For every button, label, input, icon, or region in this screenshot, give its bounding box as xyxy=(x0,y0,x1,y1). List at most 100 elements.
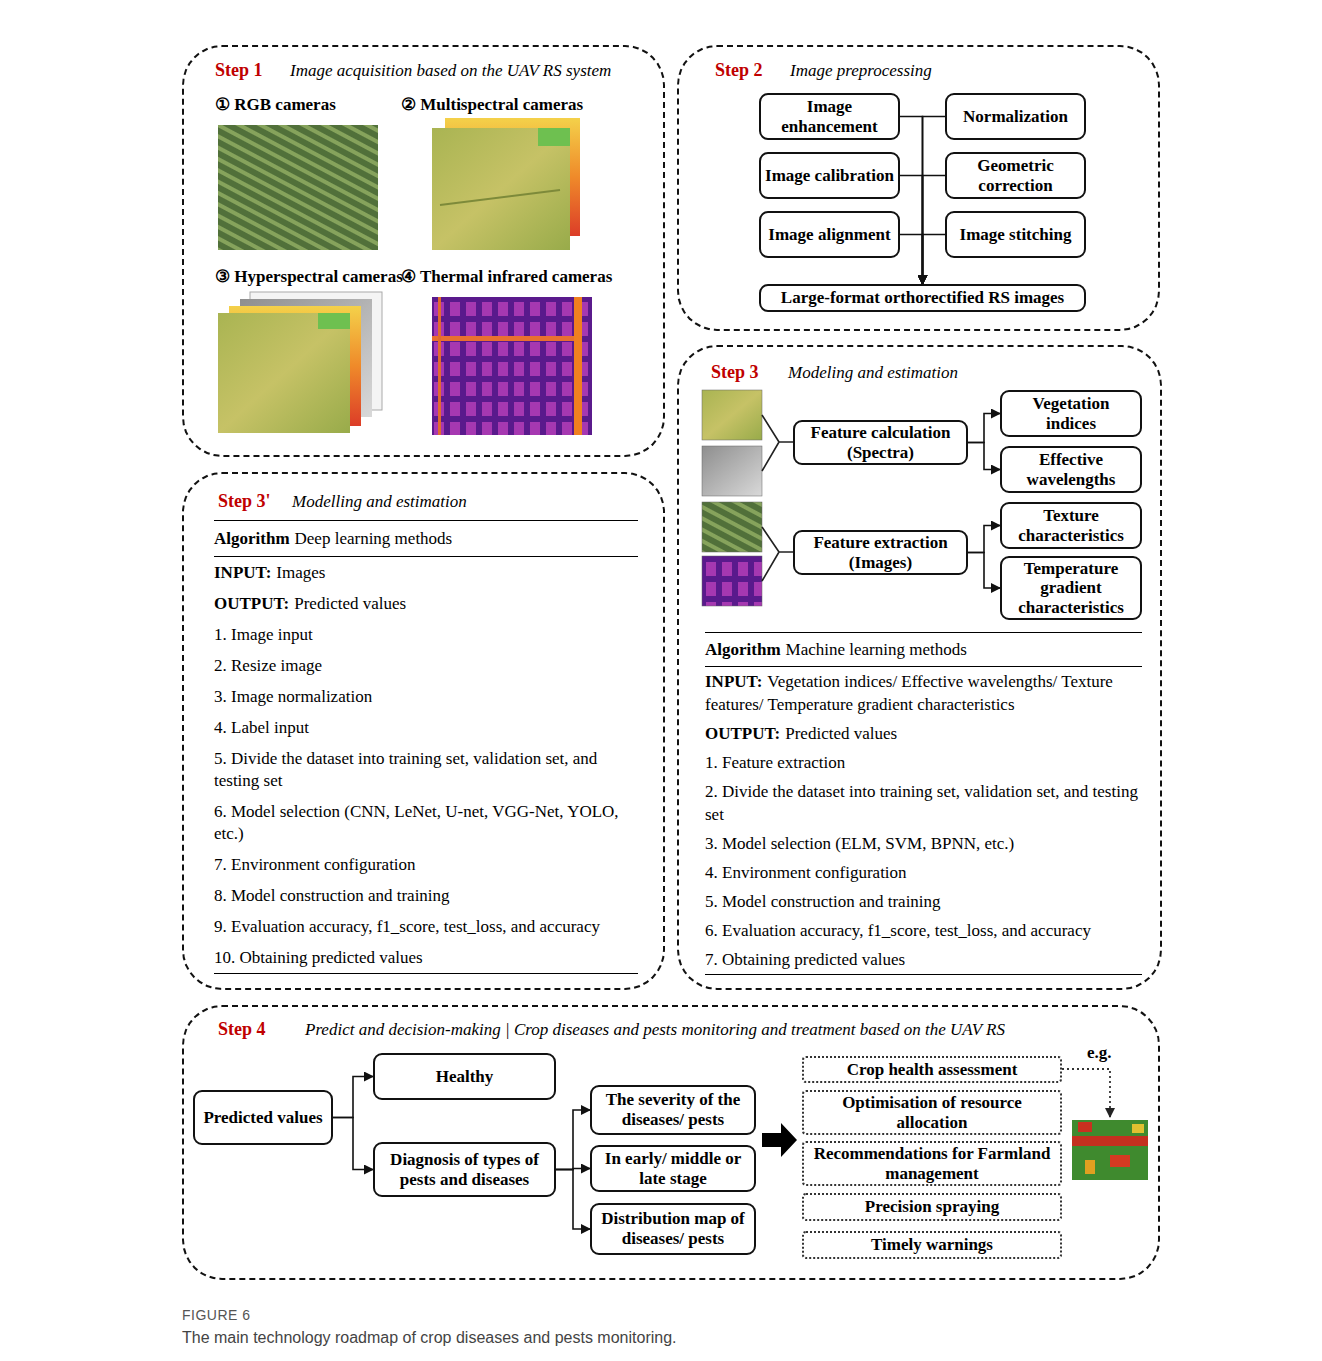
outcome-box: Optimisation of resource allocation xyxy=(802,1090,1062,1135)
table-row: 10. Obtaining predicted values xyxy=(214,942,638,973)
table-row: OUTPUT:Predicted values xyxy=(214,588,638,619)
box-text: Healthy xyxy=(436,1067,494,1087)
camera-label: ④ Thermal infrared cameras xyxy=(401,266,612,288)
table-key: OUTPUT: xyxy=(214,594,289,613)
feature-thumbnails xyxy=(702,502,762,552)
process-box: The severity of the diseases/ pests xyxy=(590,1085,756,1135)
connector xyxy=(968,414,1000,443)
table-text: 4. Label input xyxy=(214,718,309,737)
connector xyxy=(923,176,946,285)
process-box: In early/ middle or late stage xyxy=(590,1145,756,1192)
box-text: Timely warnings xyxy=(871,1235,993,1255)
box-text: Temperature gradient characteristics xyxy=(1006,559,1136,618)
process-box: Diagnosis of types of pests and diseases xyxy=(373,1142,556,1197)
table-text: Machine learning methods xyxy=(786,640,967,659)
table-text: 5. Divide the dataset into training set,… xyxy=(214,749,597,790)
example-map xyxy=(1085,1160,1095,1174)
connector xyxy=(556,1170,590,1230)
table-text: 4. Environment configuration xyxy=(705,863,907,882)
table-row: 5. Model construction and training xyxy=(705,887,1142,916)
thermal-image xyxy=(574,297,582,435)
table-row: 7. Environment configuration xyxy=(214,849,638,880)
table-key: Algorithm xyxy=(214,529,290,548)
camera-label: ② Multispectral cameras xyxy=(401,94,583,116)
rgb-image xyxy=(218,125,378,250)
table-text: 3. Model selection (ELM, SVM, BPNN, etc.… xyxy=(705,834,1014,853)
process-box: Image calibration xyxy=(759,152,900,199)
connector xyxy=(333,1118,373,1170)
table-row: Algorithm Machine learning methods xyxy=(705,633,1142,667)
feature-thumbnails xyxy=(702,446,762,496)
step-label: Step 2 xyxy=(715,59,763,81)
box-text: Geometric correction xyxy=(951,156,1080,195)
table-text: 2. Resize image xyxy=(214,656,322,675)
box-text: Crop health assessment xyxy=(847,1060,1018,1080)
thumbnail-lines xyxy=(762,527,793,581)
table-row: 6. Evaluation accuracy, f1_score, test_l… xyxy=(705,916,1142,945)
step-label: Step 3 xyxy=(711,361,759,383)
step-panel: Step 1Image acquisition based on the UAV… xyxy=(182,45,665,457)
process-box: Feature extraction (Images) xyxy=(793,530,968,575)
table-text: 5. Model construction and training xyxy=(705,892,941,911)
hyperspectral-image xyxy=(218,313,350,433)
example-map xyxy=(1072,1120,1148,1180)
process-box: Image alignment xyxy=(759,211,900,258)
box-text: Image alignment xyxy=(768,225,890,245)
feature-thumbnails xyxy=(702,390,762,606)
example-arrow xyxy=(1062,1069,1110,1117)
process-box: Distribution map of diseases/ pests xyxy=(590,1203,756,1255)
thumbnail-lines xyxy=(762,415,793,581)
table-row: 2. Resize image xyxy=(214,650,638,681)
table-text: Predicted values xyxy=(785,724,897,743)
algorithm-table: Algorithm Machine learning methodsINPUT:V… xyxy=(705,632,1142,975)
box-text: Effective wavelengths xyxy=(1006,450,1136,489)
table-row: 6. Model selection (CNN, LeNet, U-net, V… xyxy=(214,796,638,849)
multispectral-image xyxy=(440,190,560,205)
thermal-image xyxy=(432,297,592,435)
step-subtitle: Image preprocessing xyxy=(790,60,932,82)
multispectral-image xyxy=(538,128,570,146)
outcome-box: Recommendations for Farmland management xyxy=(802,1141,1062,1186)
table-row: INPUT:Vegetation indices/ Effective wave… xyxy=(705,667,1142,719)
process-box: Effective wavelengths xyxy=(1000,446,1142,493)
table-row: INPUT:Images xyxy=(214,557,638,588)
hyperspectral-image xyxy=(318,313,350,329)
box-text: Vegetation indices xyxy=(1006,394,1136,433)
table-row: 5. Divide the dataset into training set,… xyxy=(214,743,638,796)
process-box: Large-format orthorectified RS images xyxy=(759,284,1086,312)
table-row: 1. Image input xyxy=(214,619,638,650)
step-panel: Step 2Image preprocessingImage enhanceme… xyxy=(677,45,1160,331)
process-box: Vegetation indices xyxy=(1000,390,1142,437)
table-row: 2. Divide the dataset into training set,… xyxy=(705,777,1142,829)
thermal-image xyxy=(432,336,574,341)
step-label: Step 1 xyxy=(215,59,263,81)
table-text: 7. Environment configuration xyxy=(214,855,416,874)
process-box: Temperature gradient characteristics xyxy=(1000,556,1142,620)
table-text: 8. Model construction and training xyxy=(214,886,450,905)
connector xyxy=(900,235,923,285)
process-box: Healthy xyxy=(373,1053,556,1100)
connector xyxy=(556,1110,590,1170)
table-text: 6. Evaluation accuracy, f1_score, test_l… xyxy=(705,921,1091,940)
table-text: 9. Evaluation accuracy, f1_score, test_l… xyxy=(214,917,600,936)
thermal-image xyxy=(432,297,592,435)
thermal-image xyxy=(438,297,441,435)
table-key: Algorithm xyxy=(705,640,781,659)
box-text: Predicted values xyxy=(203,1108,322,1128)
block-arrow xyxy=(762,1123,797,1157)
table-row: OUTPUT:Predicted values xyxy=(705,719,1142,748)
example-arrow xyxy=(1062,1069,1110,1117)
connector xyxy=(333,1077,373,1118)
step-label: Step 4 xyxy=(218,1018,266,1040)
example-label: e.g. xyxy=(1087,1042,1112,1064)
feature-thumbnails xyxy=(702,556,762,606)
algorithm-table: AlgorithmDeep learning methodsINPUT:Imag… xyxy=(214,520,638,974)
box-text: Image calibration xyxy=(765,166,894,186)
connector xyxy=(900,117,923,285)
outcome-box: Crop health assessment xyxy=(802,1056,1062,1083)
feature-thumbnails xyxy=(702,390,762,440)
process-box: Predicted values xyxy=(193,1090,333,1145)
box-text: Feature calculation (Spectra) xyxy=(799,423,962,462)
outcome-box: Timely warnings xyxy=(802,1231,1062,1259)
table-text: 6. Model selection (CNN, LeNet, U-net, V… xyxy=(214,802,619,843)
